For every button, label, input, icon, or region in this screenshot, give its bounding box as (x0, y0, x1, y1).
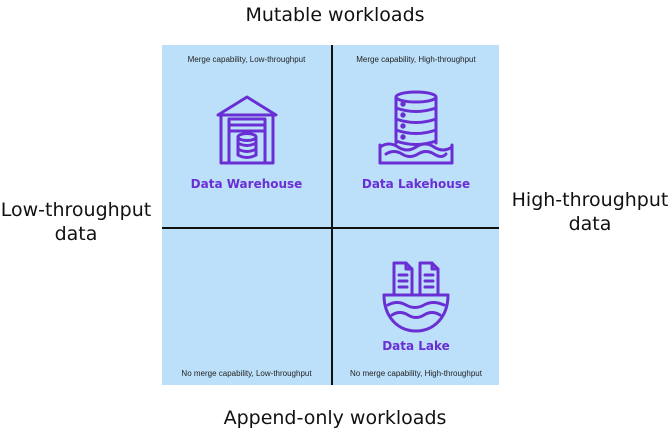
quadrant-caption: No merge capability, Low-throughput (181, 369, 312, 378)
quadrant-caption: Merge capability, Low-throughput (187, 55, 306, 64)
data-lake-icon (380, 259, 452, 339)
right-axis-label-line2: data (568, 213, 612, 235)
vertical-divider (331, 45, 333, 385)
warehouse-icon (215, 93, 279, 169)
bottom-axis-label: Append-only workloads (223, 407, 447, 429)
left-axis-label-line1: Low-throughput (0, 199, 152, 221)
quadrant-caption: Merge capability, High-throughput (356, 55, 476, 64)
lakehouse-icon (376, 89, 456, 171)
top-axis-label: Mutable workloads (245, 4, 425, 26)
quadrant-name: Data Warehouse (190, 177, 303, 191)
right-axis-label: High-throughput data (510, 188, 670, 236)
quadrant-bottom-right: Data Lake No merge capability, High-thro… (333, 229, 499, 385)
quadrant-name: Data Lake (382, 339, 450, 353)
quadrant-top-left: Merge capability, Low-throughput Data Wa… (162, 45, 331, 227)
left-axis-label-line2: data (54, 223, 98, 245)
left-axis-label: Low-throughput data (0, 198, 152, 246)
quadrant-bottom-left: No merge capability, Low-throughput (162, 229, 331, 385)
horizontal-divider (162, 227, 499, 229)
quadrant-top-right: Merge capability, High-throughput Data L… (333, 45, 499, 227)
quadrant-caption: No merge capability, High-throughput (350, 369, 482, 378)
quadrant-name: Data Lakehouse (361, 177, 471, 191)
right-axis-label-line1: High-throughput (511, 189, 669, 211)
